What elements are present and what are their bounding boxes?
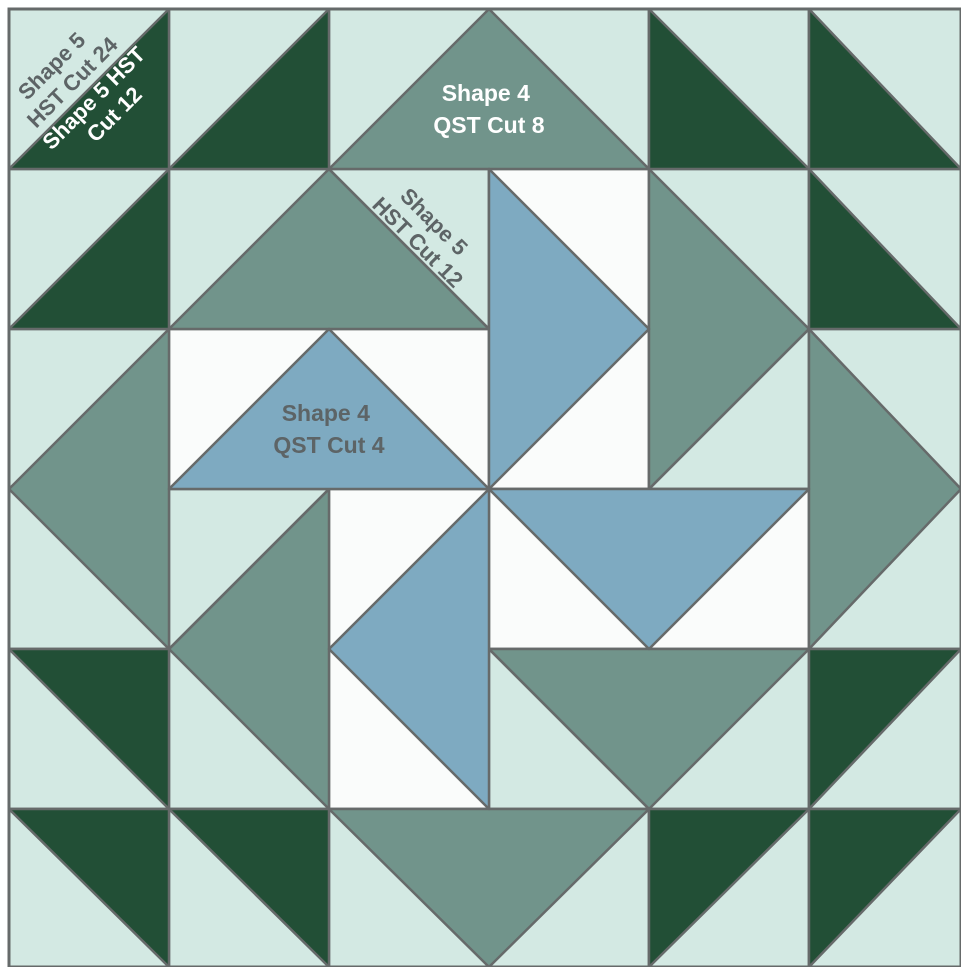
quilt-pieces [9,9,961,967]
